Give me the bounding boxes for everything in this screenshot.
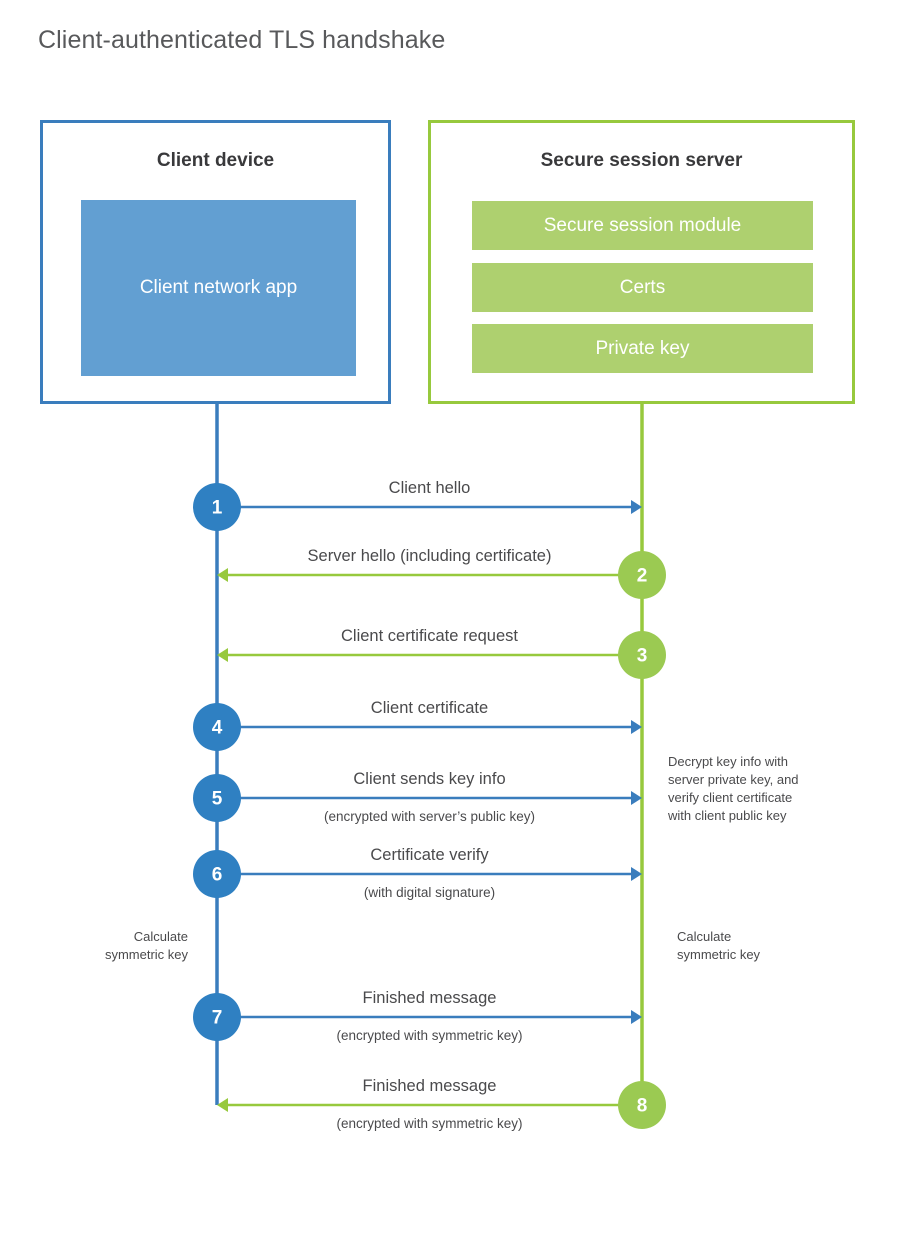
server-decrypt-note-line-3: with client public key: [667, 808, 787, 823]
sequence-step-7: Finished message (encrypted with symmetri…: [193, 989, 642, 1043]
client-calc-note-line-0: Calculate: [134, 929, 188, 944]
step-circle-8[interactable]: [618, 1081, 666, 1129]
arrow-head-6: [631, 867, 642, 881]
sequence-step-2: Server hello (including certificate) 2: [217, 547, 666, 599]
message-sublabel-6: (with digital signature): [364, 885, 495, 900]
server-calc-note: Calculate symmetric key: [677, 929, 761, 962]
arrow-head-7: [631, 1010, 642, 1024]
step-circle-2[interactable]: [618, 551, 666, 599]
server-decrypt-note-line-0: Decrypt key info with: [668, 754, 788, 769]
step-number-8: 8: [637, 1096, 648, 1117]
step-circle-3[interactable]: [618, 631, 666, 679]
sequence-step-8: Finished message (encrypted with symmetri…: [217, 1077, 666, 1131]
sequence-step-5: Client sends key info (encrypted with ser…: [193, 770, 642, 824]
sequence-step-6: Certificate verify (with digital signatur…: [193, 846, 642, 900]
server-calc-note-line-0: Calculate: [677, 929, 731, 944]
sequence-step-1: Client hello 1: [193, 479, 642, 531]
arrow-head-8: [217, 1098, 228, 1112]
arrow-head-4: [631, 720, 642, 734]
client-calc-note-line-1: symmetric key: [105, 947, 189, 962]
step-circle-4[interactable]: [193, 703, 241, 751]
sequence-step-4: Client certificate 4: [193, 699, 642, 751]
message-sublabel-8: (encrypted with symmetric key): [336, 1116, 522, 1131]
arrow-head-1: [631, 500, 642, 514]
message-sublabel-7: (encrypted with symmetric key): [336, 1028, 522, 1043]
step-number-1: 1: [212, 498, 223, 519]
arrow-head-3: [217, 648, 228, 662]
server-module-certs: Certs: [472, 263, 813, 312]
step-number-2: 2: [637, 566, 648, 587]
server-calc-note-line-1: symmetric key: [677, 947, 761, 962]
server-decrypt-note-line-1: server private key, and: [668, 772, 799, 787]
message-label-7: Finished message: [363, 989, 497, 1007]
message-label-2: Server hello (including certificate): [308, 547, 552, 565]
client-device-title: Client device: [156, 150, 275, 171]
step-number-5: 5: [212, 789, 223, 810]
step-number-7: 7: [212, 1008, 223, 1029]
message-label-5: Client sends key info: [353, 770, 505, 788]
client-device-panel: Client device Client network app: [40, 120, 391, 404]
server-decrypt-note-line-2: verify client certificate: [668, 790, 792, 805]
arrow-head-2: [217, 568, 228, 582]
server-decrypt-note: Decrypt key info with server private key,…: [667, 754, 799, 823]
step-circle-7[interactable]: [193, 993, 241, 1041]
client-calc-note: Calculate symmetric key: [105, 929, 189, 962]
step-number-4: 4: [212, 718, 223, 739]
arrow-head-5: [631, 791, 642, 805]
step-number-6: 6: [212, 865, 223, 886]
message-label-8: Finished message: [363, 1077, 497, 1095]
step-circle-1[interactable]: [193, 483, 241, 531]
message-label-4: Client certificate: [371, 699, 488, 717]
message-sublabel-5: (encrypted with server’s public key): [324, 809, 535, 824]
message-label-1: Client hello: [389, 479, 471, 497]
sequence-step-3: Client certificate request 3: [217, 627, 666, 679]
server-module-private-key: Private key: [472, 324, 813, 373]
server-module-secure-session-module: Secure session module: [472, 201, 813, 250]
secure-session-server-title: Secure session server: [540, 150, 743, 171]
message-label-6: Certificate verify: [370, 846, 489, 864]
secure-session-server-panel: Secure session server Secure session mod…: [428, 120, 855, 404]
message-label-3: Client certificate request: [341, 627, 518, 645]
client-network-app-box: Client network app: [81, 200, 356, 376]
page-title: Client-authenticated TLS handshake: [38, 26, 446, 54]
step-circle-6[interactable]: [193, 850, 241, 898]
step-circle-5[interactable]: [193, 774, 241, 822]
step-number-3: 3: [637, 646, 648, 667]
